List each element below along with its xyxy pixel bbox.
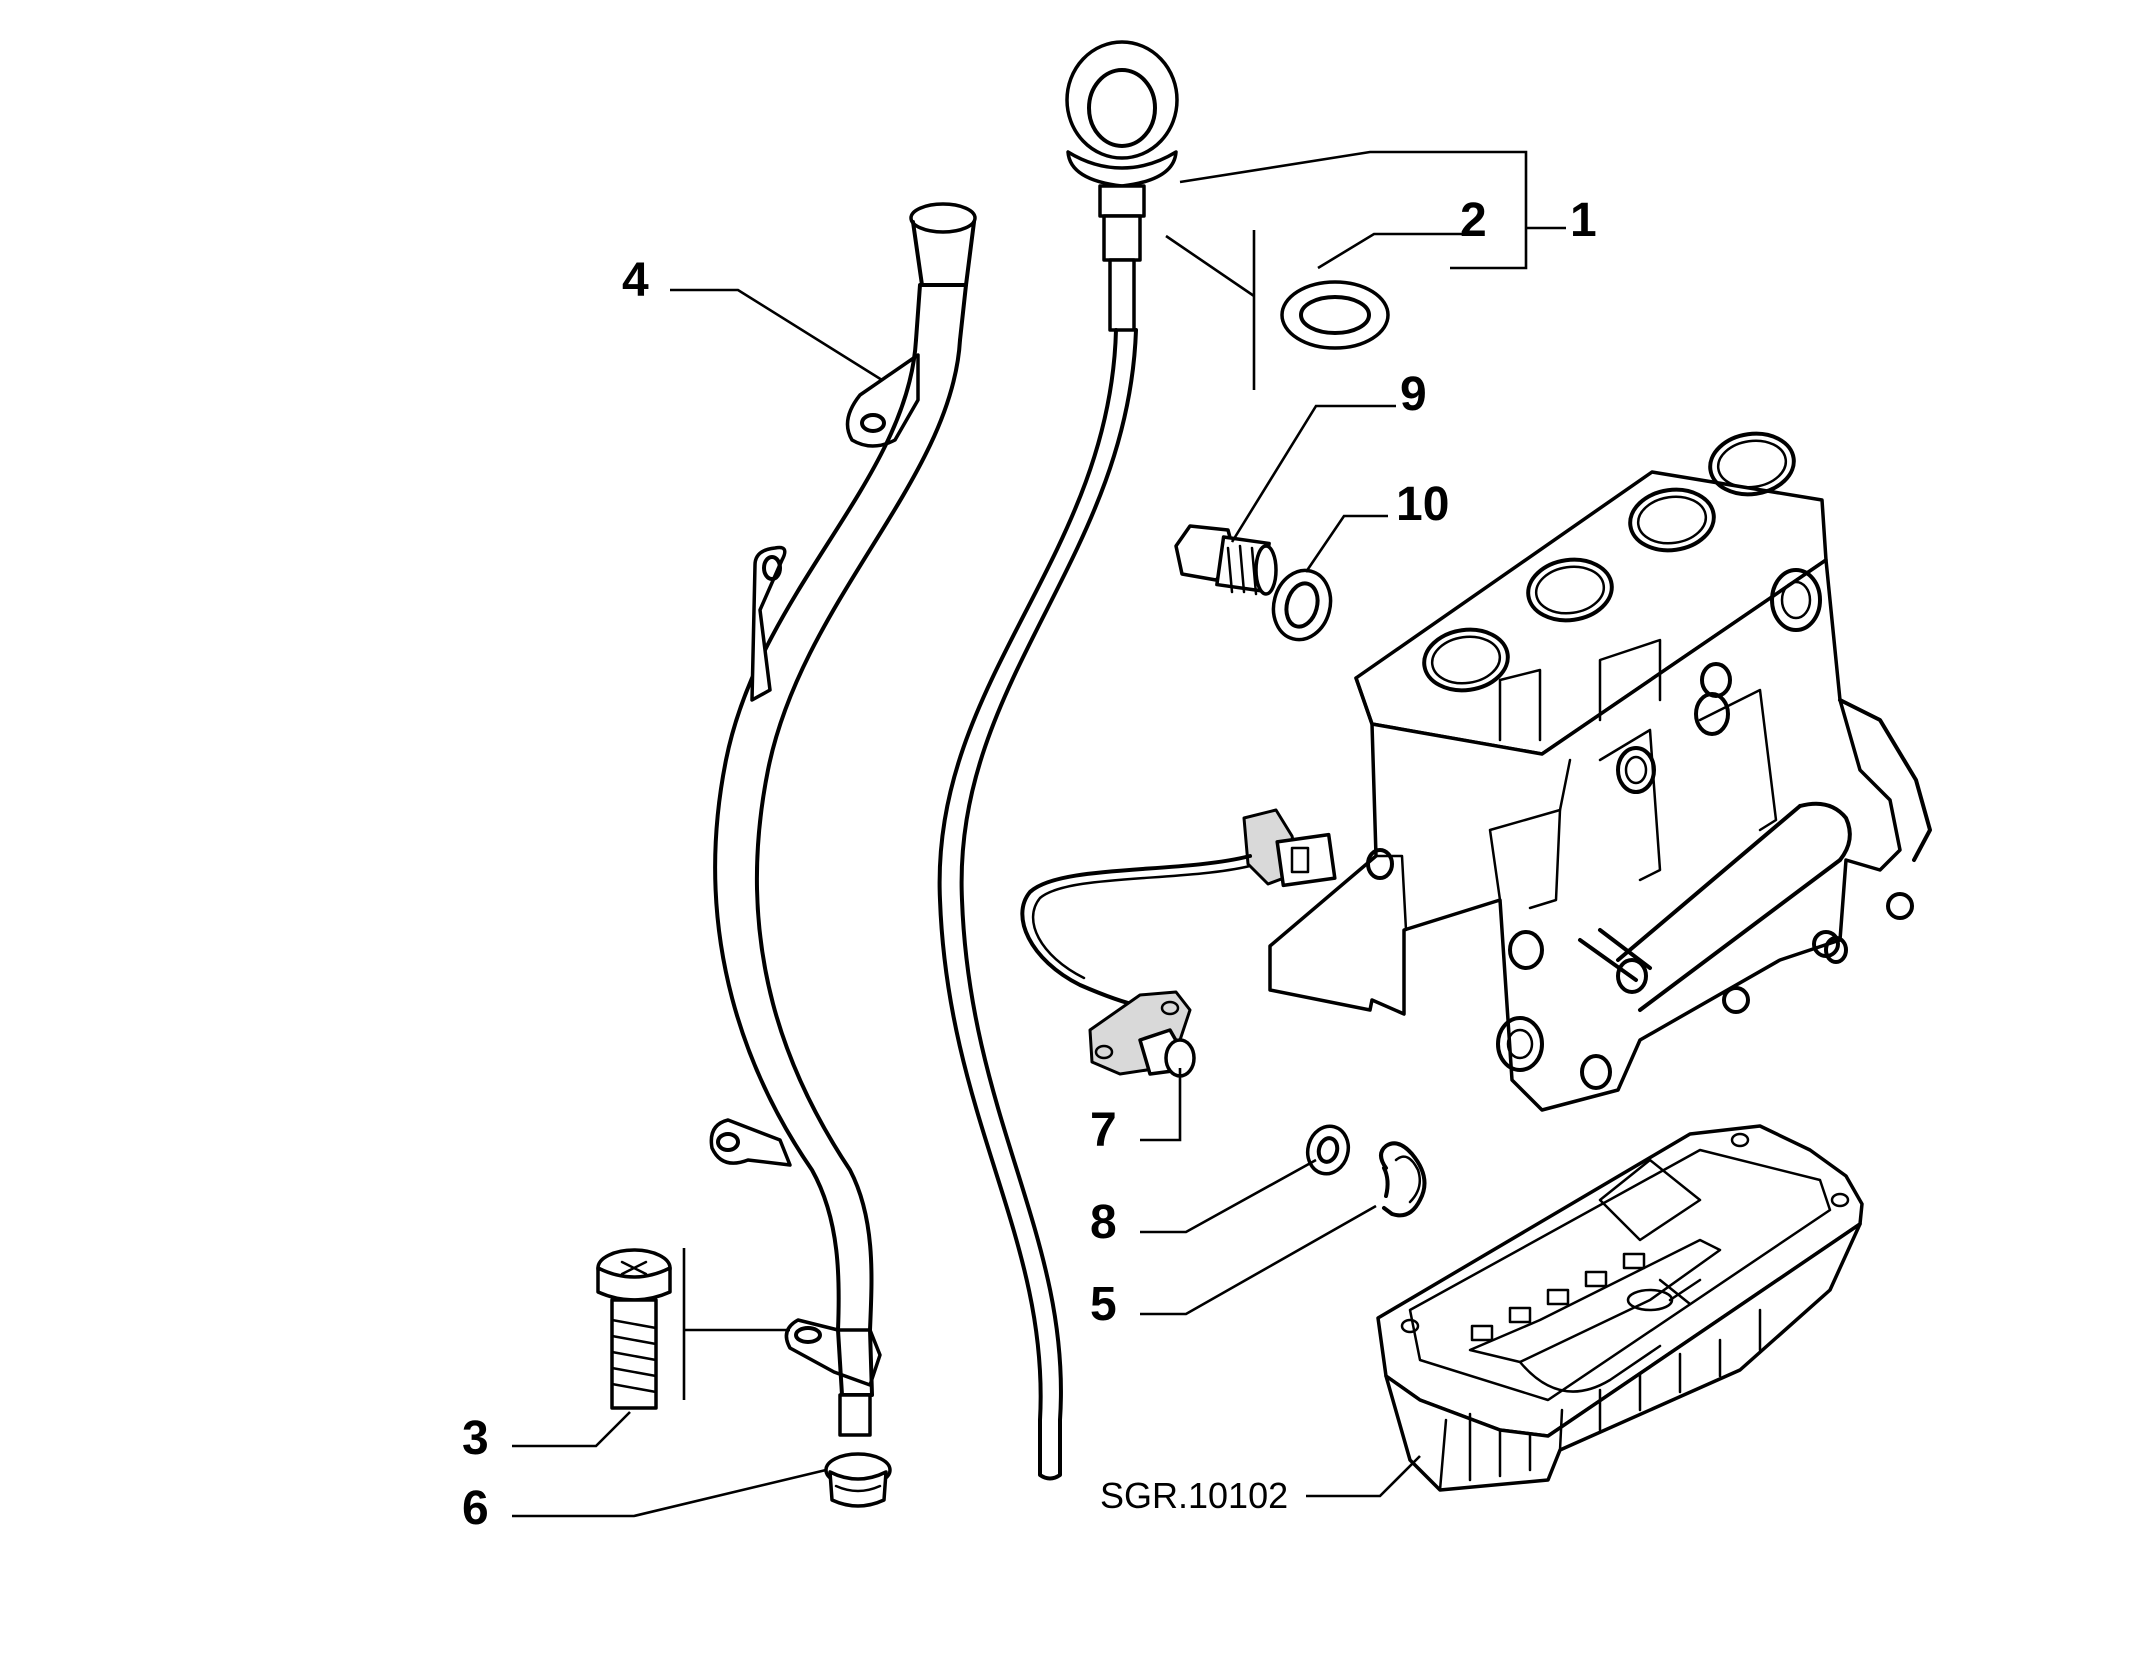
grommet-bushing	[824, 1452, 892, 1508]
callout-labels: 1 2 4 9 10 7 8 5 3 6 SGR.10102	[462, 194, 1597, 1535]
sealing-washer	[1271, 568, 1333, 642]
o-ring-washer	[1280, 280, 1390, 350]
oil-level-sensor	[1020, 808, 1337, 1078]
callout-1: 1	[1570, 194, 1597, 247]
callout-7: 7	[1090, 1104, 1117, 1157]
dipstick	[937, 40, 1179, 1481]
callout-4: 4	[622, 254, 649, 307]
circlip	[1379, 1141, 1427, 1218]
callout-2: 2	[1460, 194, 1487, 247]
oil-pan-sump	[1376, 1124, 1864, 1492]
callout-5: 5	[1090, 1278, 1117, 1331]
bolt-screw	[596, 1248, 672, 1410]
callout-3: 3	[462, 1412, 489, 1465]
callout-6: 6	[462, 1482, 489, 1535]
callout-9: 9	[1400, 368, 1427, 421]
callout-10: 10	[1396, 478, 1449, 531]
leader-lines	[512, 150, 1566, 1518]
engine-block	[1268, 431, 1932, 1112]
drain-plug	[1174, 524, 1278, 596]
callout-8: 8	[1090, 1196, 1117, 1249]
dipstick-guide-tube	[709, 202, 977, 1437]
small-o-ring	[1305, 1124, 1351, 1176]
drawing-code: SGR.10102	[1100, 1475, 1288, 1516]
